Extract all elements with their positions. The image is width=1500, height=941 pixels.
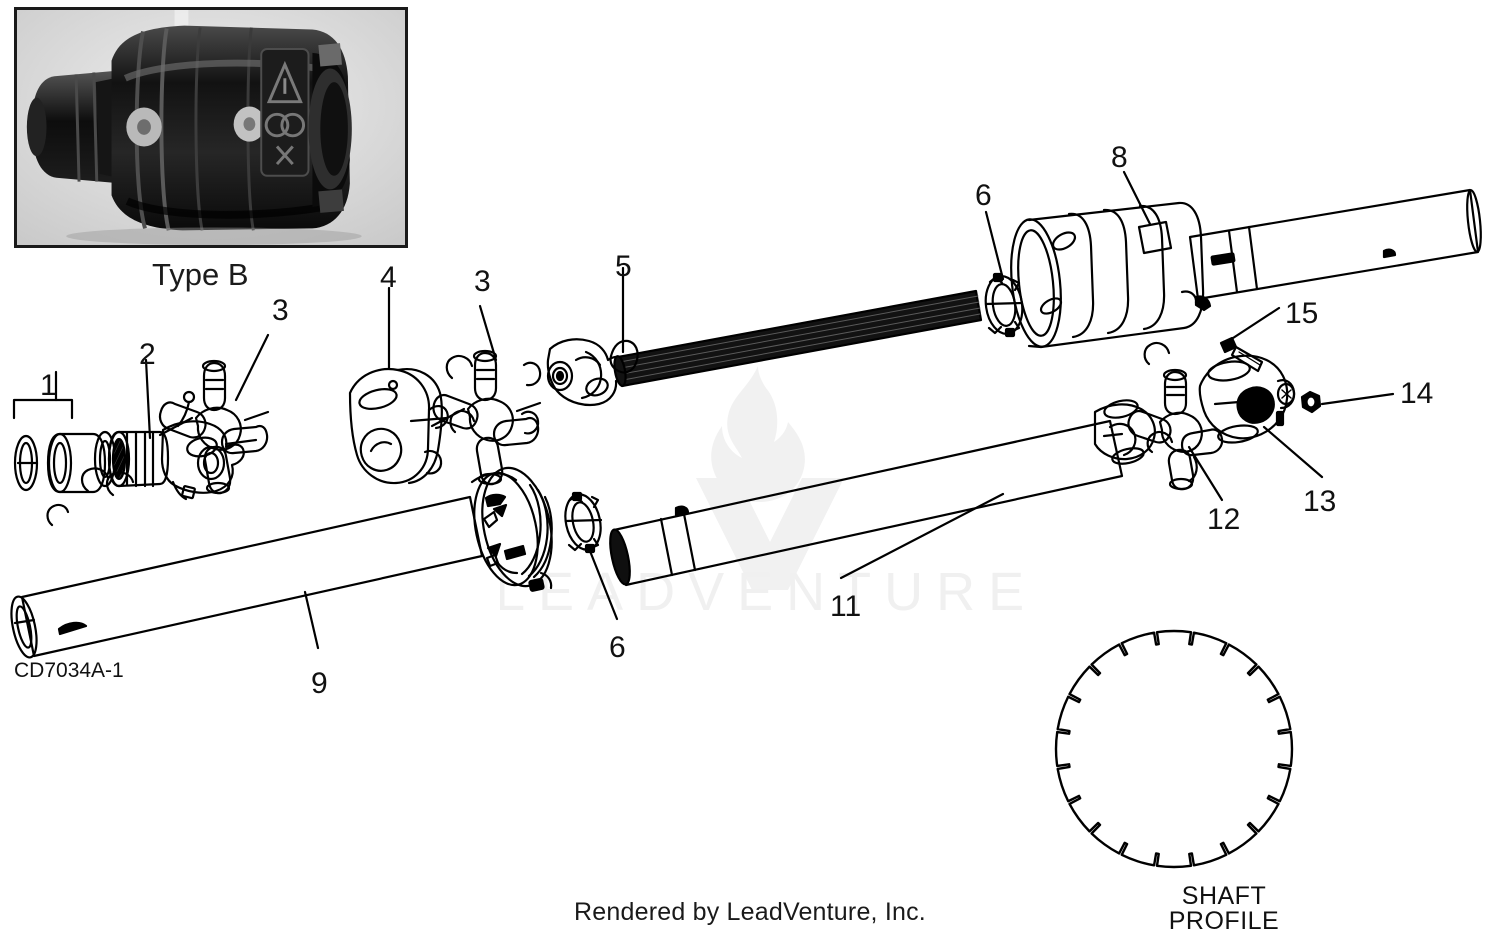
leader-8	[1122, 170, 1152, 226]
footer-credit: Rendered by LeadVenture, Inc.	[574, 898, 926, 926]
part-7-knurled-tube	[613, 289, 983, 388]
callout-2: 2	[139, 338, 156, 371]
shaft-profile-shape	[1054, 629, 1294, 869]
part-3b-ujoint	[430, 349, 542, 486]
part-6b-clamp-ring	[564, 491, 603, 554]
part-9-shaft-tube	[10, 495, 484, 659]
shaft-profile-caption: SHAFT PROFILE	[1104, 884, 1344, 934]
callout-5: 5	[615, 250, 632, 283]
leader-6a	[984, 210, 1005, 281]
callout-3a: 3	[272, 294, 289, 327]
part-15-bolt	[1219, 336, 1264, 373]
callout-14: 14	[1400, 377, 1434, 410]
callout-1: 1	[40, 369, 57, 402]
callout-9: 9	[311, 667, 328, 700]
part-3a-ujoint	[46, 359, 270, 527]
shaft-profile-line2: PROFILE	[1168, 907, 1280, 935]
leader-9	[303, 590, 320, 650]
shaft-profile-line1: SHAFT	[1181, 882, 1267, 910]
leader-3a	[234, 333, 270, 402]
callout-8: 8	[1111, 141, 1128, 174]
inset-caption: Type B	[152, 257, 249, 292]
callout-6a: 6	[975, 179, 992, 212]
leader-2	[144, 358, 152, 440]
top-shaft-tube	[1188, 188, 1482, 301]
leader-6b	[586, 544, 619, 621]
leader-15	[1228, 306, 1281, 342]
callout-11: 11	[830, 590, 862, 623]
callout-1-bracket	[12, 370, 74, 420]
callout-15: 15	[1285, 297, 1319, 330]
callout-6b: 6	[609, 631, 626, 664]
part-1-rings	[13, 430, 117, 494]
part-8-guard	[1010, 201, 1212, 349]
part-12-ujoint	[1127, 341, 1224, 491]
type-b-photo-inset	[14, 7, 408, 248]
leader-11	[839, 492, 1005, 580]
leader-12	[1187, 445, 1224, 502]
callout-3b: 3	[474, 265, 491, 298]
leader-14	[1320, 392, 1395, 406]
leader-3b	[478, 304, 498, 362]
callout-12: 12	[1207, 503, 1241, 536]
callout-13: 13	[1303, 485, 1337, 518]
part-11-shaft	[609, 399, 1156, 587]
callout-4: 4	[380, 261, 397, 294]
part-13-yoke	[1198, 354, 1296, 444]
part-code-label: CD7034A-1	[14, 659, 124, 682]
leader-13	[1262, 425, 1324, 479]
lower-guard-cone	[470, 466, 553, 592]
part-14-nut	[1300, 390, 1322, 414]
